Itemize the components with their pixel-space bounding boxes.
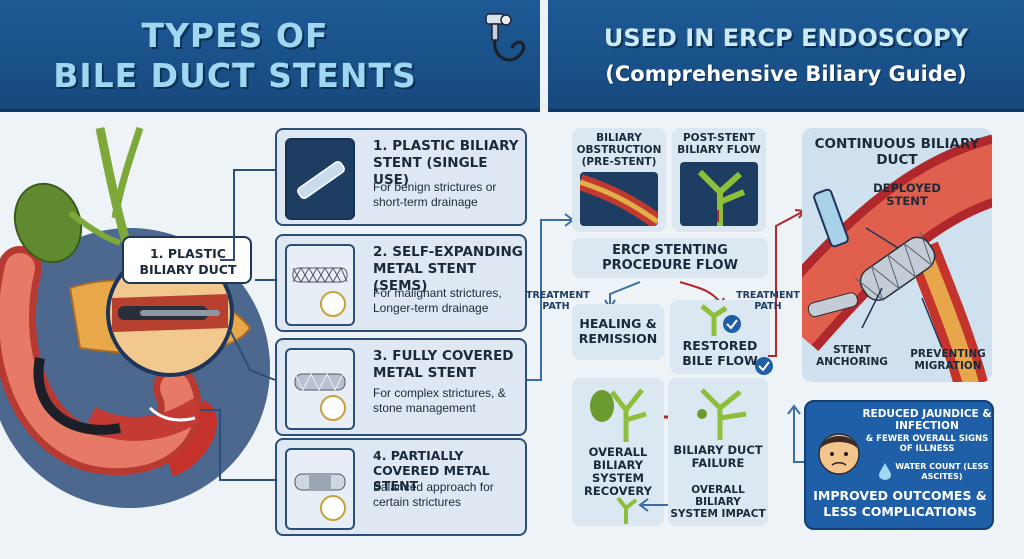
header-right: USED IN ERCP ENDOSCOPY (Comprehensive Bi… [548,0,1024,112]
stent-card-sems: 2. SELF-EXPANDING METAL STENT (SEMS) For… [275,234,527,332]
healing-box: HEALING & REMISSION [572,304,664,360]
preventing-migration-label: PREVENTING MIGRATION [910,348,986,372]
pre-stent-box: BILIARY OBSTRUCTION (PRE-STENT) [572,128,666,232]
outcome-arrow [787,404,804,463]
stent-title-4: 4. PARTIALLY COVERED METAL STENT [373,448,490,493]
patient-face-icon [818,433,860,475]
treatment-path-label-left: TREATMENT PATH [526,290,590,312]
treatment-path-label-right: TREATMENT PATH [736,290,800,312]
subtitle-line-1: USED IN ERCP ENDOSCOPY [603,24,969,52]
impact-label: OVERALL BILIARY SYSTEM IMPACT [670,484,766,520]
recovery-box: OVERALL BILIARY SYSTEM RECOVERY [572,378,664,526]
stent-desc-1: For benign strictures or short-term drai… [373,180,497,209]
stent-desc-2: For malignant strictures, Longer-term dr… [373,286,502,315]
liver-duct-icon [590,388,647,442]
healing-label: HEALING & REMISSION [578,316,658,346]
duct-panel-title: CONTINUOUS BILIARY DUCT [814,136,980,168]
stent-card-plastic: 1. PLASTIC BILIARY STENT (SINGLE USE) Fo… [275,128,527,226]
recovery-label: OVERALL BILIARY SYSTEM RECOVERY [584,445,652,498]
duct-sprout-icon [616,496,638,524]
stent-card-partially-covered: 4. PARTIALLY COVERED METAL STENT Balance… [275,438,527,536]
duct-illustration [802,134,992,382]
title-line-1: TYPES OF [141,16,329,55]
subtitle-line-2: (Comprehensive Biliary Guide) [605,62,967,86]
impact-arrow [638,498,672,512]
outcome-line-2: & FEWER OVERALL SIGNS OF ILLNESS [865,434,989,454]
stent-anchoring-label: STENT ANCHORING [816,344,888,368]
restored-duct-icon [700,304,741,336]
failure-box: BILIARY DUCT FAILURE OVERALL BILIARY SYS… [668,378,768,526]
outcomes-footer: IMPROVED OUTCOMES & LESS COMPLICATIONS [813,488,987,519]
check-icon [755,357,773,375]
stent-title-2: 2. SELF-EXPANDING METAL STENT (SEMS) [373,244,523,294]
continuous-duct-panel: CONTINUOUS BILIARY DUCT DEPLOYED STENT S… [802,128,992,382]
fully-covered-stent-thumbnail [285,348,355,430]
stent-desc-4: Balanced approach for certain strictures [373,480,494,509]
restored-flow-box: RESTORED BILE FLOW [670,300,770,374]
endoscope-icon [485,13,526,62]
deployed-stent-label: DEPLOYED STENT [873,181,941,208]
header-left: TYPES OF BILE DUCT STENTS [0,0,540,112]
failed-duct-icon [697,388,747,440]
title-line-2: BILE DUCT STENTS [53,56,417,95]
pre-stent-label: BILIARY OBSTRUCTION (PRE-STENT) [576,132,662,168]
post-stent-box: POST-STENT BILIARY FLOW [672,128,766,232]
stent-title-1: 1. PLASTIC BILIARY STENT (SINGLE USE) [373,138,519,188]
outcome-line-3: WATER COUNT (LESS ASCITES) [895,462,989,481]
anatomy-callout-label: 1. PLASTIC BILIARY DUCT [139,246,237,277]
post-stent-flow-image [680,162,758,226]
anatomy-callout: 1. PLASTIC BILIARY DUCT [122,236,252,284]
partially-covered-stent-thumbnail [285,448,355,530]
obstruction-image [580,172,658,226]
anatomy-illustration [0,126,270,508]
restored-flow-label: RESTORED BILE FLOW [682,338,758,368]
sems-stent-thumbnail [285,244,355,326]
water-drop-icon [879,463,891,480]
connector-lines [200,169,276,481]
outcomes-panel: REDUCED JAUNDICE & INFECTION & FEWER OVE… [804,400,994,530]
stent-desc-3: For complex strictures, & stone manageme… [373,386,506,415]
stent-title-3: 3. FULLY COVERED METAL STENT [373,348,514,381]
failure-label: BILIARY DUCT FAILURE [673,443,763,470]
procedure-flow-label: ERCP STENTING PROCEDURE FLOW [602,243,738,273]
outcome-line-1: REDUCED JAUNDICE & INFECTION [862,408,992,432]
stent-card-fully-covered: 3. FULLY COVERED METAL STENT For complex… [275,338,527,436]
plastic-stent-thumbnail [285,138,355,220]
post-stent-label: POST-STENT BILIARY FLOW [677,132,761,156]
procedure-flow-box: ERCP STENTING PROCEDURE FLOW [572,238,768,278]
